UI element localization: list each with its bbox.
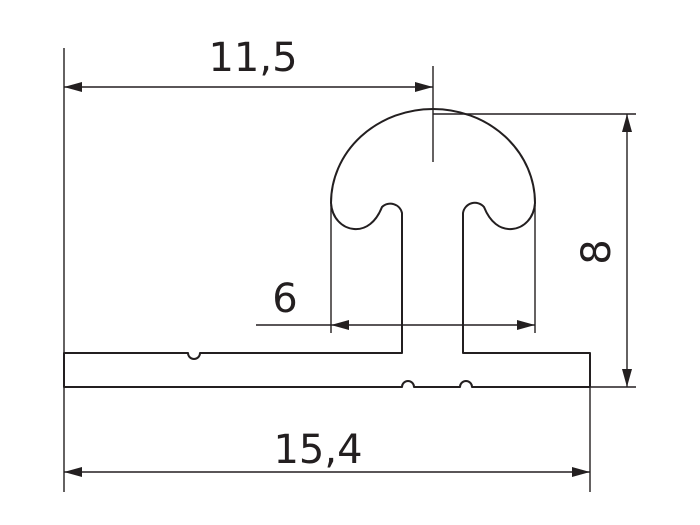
dimension-label-height: 8 — [574, 239, 620, 264]
dimension-label-overall-width: 15,4 — [273, 427, 362, 473]
dimension-label-top-width: 11,5 — [208, 35, 297, 81]
dimension-overall-width: 15,4 — [64, 427, 590, 477]
dimension-inner-width: 6 — [256, 276, 535, 330]
dimension-label-inner-width: 6 — [272, 276, 297, 322]
dimension-top-width: 11,5 — [64, 35, 433, 92]
dimension-height: 8 — [574, 114, 632, 387]
profile-outline — [63, 108, 591, 388]
